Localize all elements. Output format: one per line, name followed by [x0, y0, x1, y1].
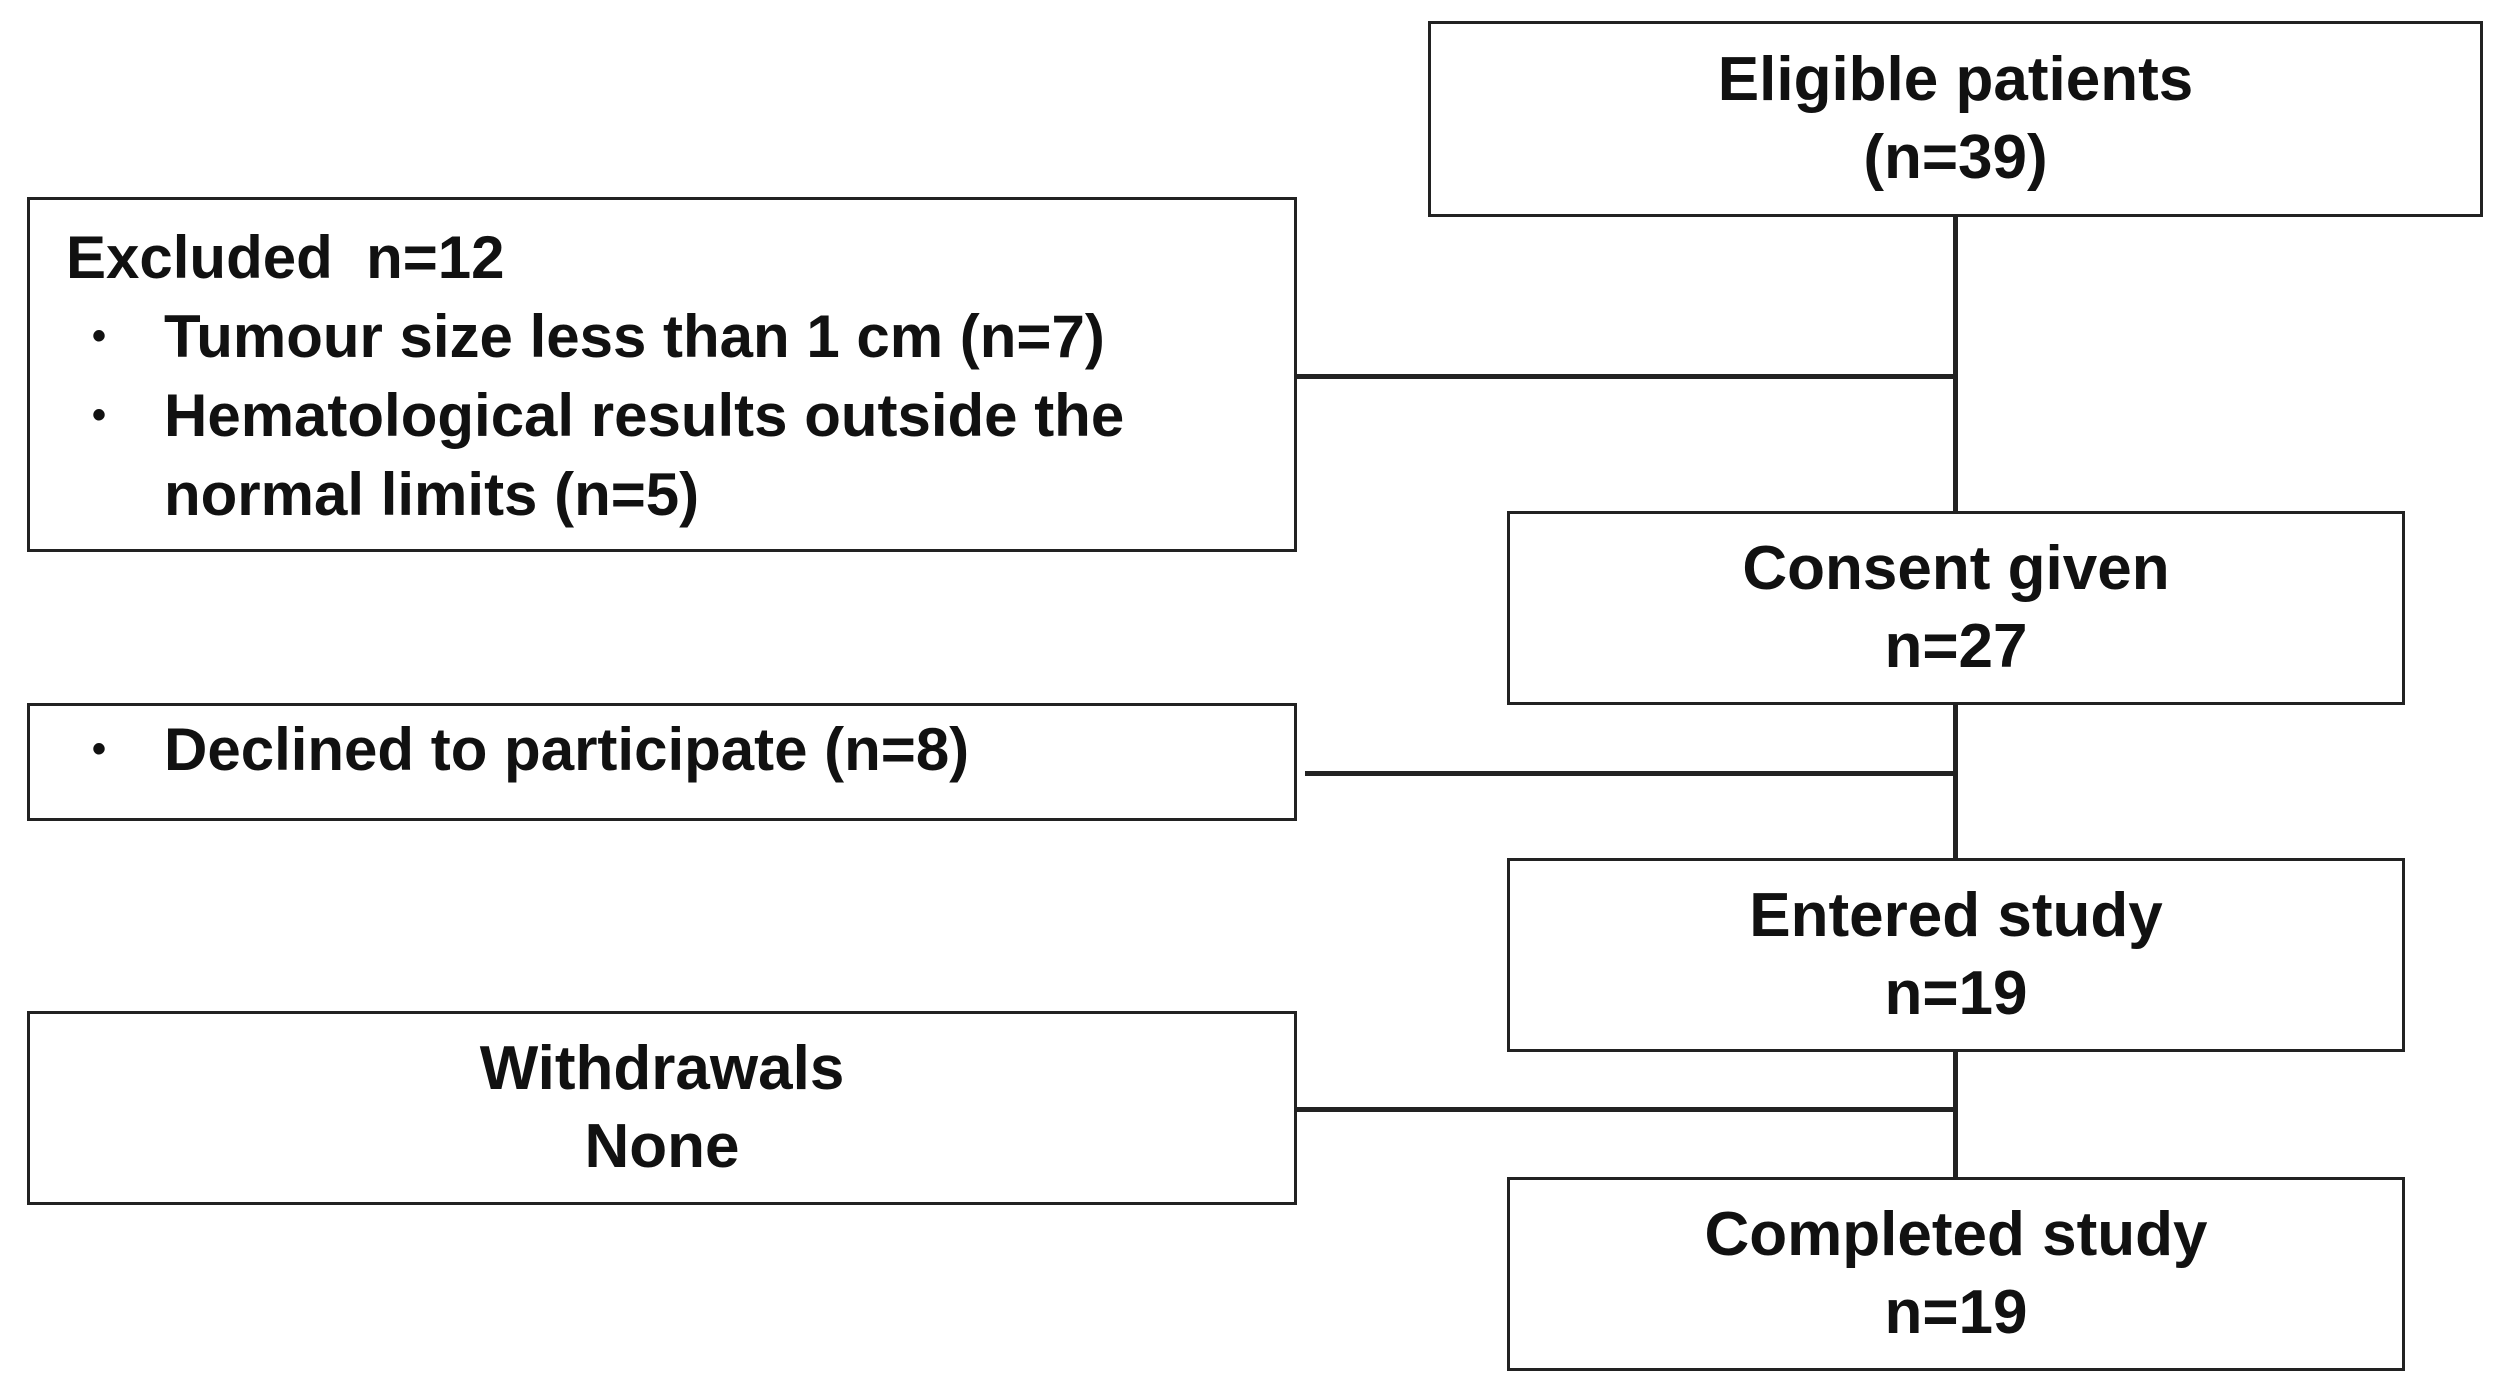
consent-given-box: Consent given n=27	[1507, 511, 2405, 705]
completed-study-box: Completed study n=19	[1507, 1177, 2405, 1371]
bullet-icon: •	[92, 727, 107, 771]
declined-reason-text: Declined to participate (n=8)	[164, 716, 970, 783]
connector-eligible-to-consent	[1953, 217, 1958, 512]
entered-study-box: Entered study n=19	[1507, 858, 2405, 1052]
bullet-icon: •	[92, 393, 107, 437]
eligible-patients-box: Eligible patients (n=39)	[1428, 21, 2483, 217]
declined-box: • Declined to participate (n=8)	[27, 703, 1297, 821]
excluded-heading: Excluded n=12	[66, 224, 505, 291]
connector-to-withdrawals	[1295, 1107, 1955, 1112]
declined-reason: • Declined to participate (n=8)	[66, 710, 1294, 789]
connector-entered-to-completed	[1953, 1051, 1958, 1178]
withdrawals-box: Withdrawals None	[27, 1011, 1297, 1205]
eligible-label: Eligible patients	[1717, 45, 2194, 114]
excluded-reason: • Hematological results outside the norm…	[66, 376, 1204, 534]
connector-to-excluded	[1295, 374, 1955, 379]
excluded-reason-text: Hematological results outside the normal…	[164, 382, 1125, 528]
entered-label: Entered study	[1749, 881, 2163, 950]
completed-count: n=19	[1884, 1278, 2028, 1347]
excluded-reason: • Tumour size less than 1 cm (n=7)	[66, 297, 1294, 376]
connector-to-declined	[1305, 771, 1955, 776]
withdrawals-label: Withdrawals	[479, 1034, 845, 1103]
withdrawals-value: None	[584, 1112, 740, 1181]
consent-count: n=27	[1884, 612, 2028, 681]
eligible-count: (n=39)	[1863, 123, 2048, 192]
excluded-box: Excluded n=12 • Tumour size less than 1 …	[27, 197, 1297, 552]
excluded-reason-text: Tumour size less than 1 cm (n=7)	[164, 303, 1105, 370]
connector-consent-to-entered	[1953, 703, 1958, 859]
bullet-icon: •	[92, 314, 107, 358]
entered-count: n=19	[1884, 959, 2028, 1028]
consent-label: Consent given	[1742, 534, 2170, 603]
completed-label: Completed study	[1704, 1200, 2208, 1269]
